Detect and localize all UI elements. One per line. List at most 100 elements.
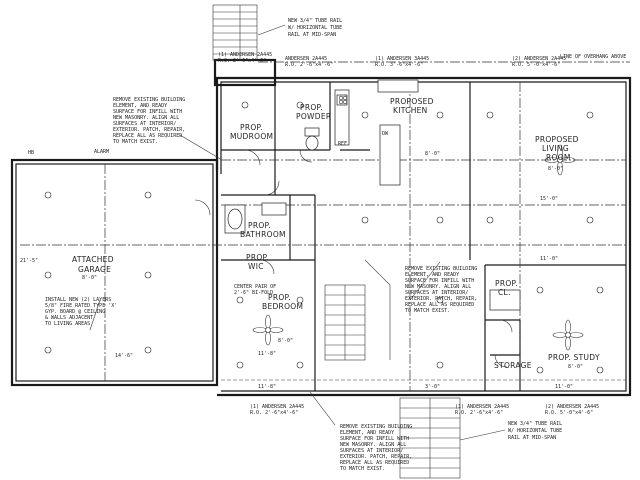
svg-text:11'-0": 11'-0": [555, 384, 573, 390]
room-study: PROP. STUDY: [548, 353, 600, 362]
room-storage: STORAGE: [494, 361, 532, 370]
svg-text:TO MATCH EXIST.: TO MATCH EXIST.: [113, 139, 158, 145]
svg-text:5/8" FIRE RATED TYPE 'X': 5/8" FIRE RATED TYPE 'X': [45, 303, 117, 309]
leader-lines: [89, 24, 506, 441]
room-garage-line1: ATTACHED: [72, 255, 114, 264]
room-mudroom-line1: PROP.: [240, 123, 263, 132]
svg-text:11'-0": 11'-0": [540, 256, 558, 262]
svg-text:ELEMENT, AND READY: ELEMENT, AND READY: [113, 103, 167, 109]
room-bedroom-line2: BEDROOM: [262, 302, 303, 311]
svg-text:TO LIVING AREAS: TO LIVING AREAS: [45, 321, 90, 327]
svg-text:ELEMENT, AND READY: ELEMENT, AND READY: [340, 430, 394, 436]
svg-text:3'-0": 3'-0": [425, 384, 440, 390]
room-bathroom-line2: BATHROOM: [240, 230, 286, 239]
svg-text:SURFACE FOR INFILL WITH: SURFACE FOR INFILL WITH: [340, 436, 409, 442]
svg-text:11'-8": 11'-8": [258, 384, 276, 390]
svg-text:NEW 3/4" TUBE RAIL: NEW 3/4" TUBE RAIL: [288, 18, 342, 24]
svg-text:GYP. BOARD @ CEILING: GYP. BOARD @ CEILING: [45, 309, 105, 315]
note-tube-rail-top: NEW 3/4" TUBE RAIL W/ HORIZONTAL TUBE RA…: [288, 18, 342, 38]
svg-text:(1) ANDERSEN 2A445: (1) ANDERSEN 2A445: [218, 52, 272, 58]
room-closet-line1: PROP.: [495, 279, 518, 288]
svg-text:REMOVE EXISTING BUILDING: REMOVE EXISTING BUILDING: [405, 266, 477, 272]
svg-text:8'-0": 8'-0": [425, 151, 440, 157]
svg-text:R.O. 5'-0"x4'-6": R.O. 5'-0"x4'-6": [545, 410, 593, 416]
svg-text:W/ HORIZONTAL TUBE: W/ HORIZONTAL TUBE: [288, 25, 342, 31]
svg-text:NEW 3/4" TUBE RAIL: NEW 3/4" TUBE RAIL: [508, 421, 562, 427]
room-powder-line1: PROP.: [300, 103, 323, 112]
room-wic-line1: PROP.: [246, 253, 269, 262]
svg-text:REMOVE EXISTING BUILDING: REMOVE EXISTING BUILDING: [340, 424, 412, 430]
svg-text:TO MATCH EXIST.: TO MATCH EXIST.: [340, 466, 385, 472]
svg-text:SURFACE FOR INFILL WITH: SURFACE FOR INFILL WITH: [113, 109, 182, 115]
svg-text:(1) ANDERSEN 3A445: (1) ANDERSEN 3A445: [375, 56, 429, 62]
door-swings: [194, 149, 513, 368]
room-bedroom-line1: PROP.: [268, 293, 291, 302]
south-stair: [399, 397, 461, 479]
svg-text:8'-0": 8'-0": [82, 275, 97, 281]
svg-text:ELEMENT, AND READY: ELEMENT, AND READY: [405, 272, 459, 278]
note-garage-install: INSTALL NEW (2) LAYERS 5/8" FIRE RATED T…: [45, 297, 117, 327]
room-mudroom-line2: MUDROOM: [230, 132, 273, 141]
room-wic-line2: WIC: [248, 262, 264, 271]
room-living-line3: ROOM: [546, 153, 571, 162]
svg-text:(1) ANDERSEN 2A445: (1) ANDERSEN 2A445: [455, 404, 509, 410]
svg-text:W/ HORIZONTAL TUBE: W/ HORIZONTAL TUBE: [508, 428, 562, 434]
window-labels: (1) ANDERSEN 2A445 R.O. 2'-6"x4'-6" ANDE…: [218, 52, 599, 416]
svg-text:8'-0": 8'-0": [548, 166, 563, 172]
light-fixture-icons: [44, 101, 604, 374]
svg-text:R.O. 3'-6"x4'-6": R.O. 3'-6"x4'-6": [375, 62, 423, 68]
svg-text:R.O. 2'-6"x4'-6": R.O. 2'-6"x4'-6": [455, 410, 503, 416]
svg-text:15'-0": 15'-0": [540, 196, 558, 202]
svg-text:NEW MASONRY. ALIGN ALL: NEW MASONRY. ALIGN ALL: [340, 442, 406, 448]
svg-text:EXTERIOR. PATCH, REPAIR,: EXTERIOR. PATCH, REPAIR,: [113, 127, 185, 133]
north-stair: [212, 4, 258, 61]
note-remove-existing-left: REMOVE EXISTING BUILDING ELEMENT, AND RE…: [113, 97, 185, 145]
svg-text:R.O. 5'-0"x4'-6": R.O. 5'-0"x4'-6": [512, 62, 560, 68]
room-kitchen-line1: PROPOSED: [390, 97, 434, 106]
svg-text:14'-6": 14'-6": [115, 353, 133, 359]
svg-text:SURFACE FOR INFILL WITH: SURFACE FOR INFILL WITH: [405, 278, 474, 284]
svg-text:REPLACE ALL AS REQUIRED: REPLACE ALL AS REQUIRED: [340, 460, 409, 466]
svg-text:TO MATCH EXIST.: TO MATCH EXIST.: [405, 308, 450, 314]
svg-text:DW: DW: [382, 131, 389, 137]
room-closet-line2: CL.: [498, 288, 511, 297]
svg-text:HB: HB: [28, 150, 34, 156]
svg-text:R.O. 2'-6"x4'-6": R.O. 2'-6"x4'-6": [250, 410, 298, 416]
interior-stair: [324, 259, 391, 361]
note-center-pair-line2: 2'-6" BI-FOLD: [234, 290, 273, 296]
note-remove-existing-center: REMOVE EXISTING BUILDING ELEMENT, AND RE…: [405, 266, 477, 314]
svg-text:SURFACES AT INTERIOR/: SURFACES AT INTERIOR/: [113, 121, 176, 127]
svg-text:8'-0": 8'-0": [278, 338, 293, 344]
note-tube-rail-bottom: NEW 3/4" TUBE RAIL W/ HORIZONTAL TUBE RA…: [508, 421, 562, 441]
room-living-line1: PROPOSED: [535, 135, 579, 144]
svg-text:21'-5": 21'-5": [20, 258, 38, 264]
svg-text:R.O. 2'-6"x4'-6": R.O. 2'-6"x4'-6": [285, 62, 333, 68]
note-center-pair-line1: CENTER PAIR OF: [234, 284, 276, 290]
beam-lines: [20, 82, 626, 391]
room-kitchen-line2: KITCHEN: [393, 106, 428, 115]
svg-text:INSTALL NEW (2) LAYERS: INSTALL NEW (2) LAYERS: [45, 297, 111, 303]
svg-text:RAIL AT MID-SPAN: RAIL AT MID-SPAN: [508, 435, 556, 441]
svg-text:RAIL AT MID-SPAN: RAIL AT MID-SPAN: [288, 32, 336, 38]
room-labels: ATTACHED GARAGE PROP. MUDROOM PROP. POWD…: [72, 97, 600, 370]
room-powder-line2: POWDER: [296, 112, 331, 121]
fixtures: [224, 79, 521, 311]
svg-text:(2) ANDERSEN 2A445: (2) ANDERSEN 2A445: [545, 404, 599, 410]
svg-text:SURFACES AT INTERIOR/: SURFACES AT INTERIOR/: [405, 290, 468, 296]
svg-text:& WALLS ADJACENT: & WALLS ADJACENT: [45, 315, 93, 321]
svg-text:EXTERIOR. PATCH, REPAIR,: EXTERIOR. PATCH, REPAIR,: [340, 454, 412, 460]
svg-text:ALARM: ALARM: [94, 149, 109, 155]
svg-text:(1) ANDERSEN 2A445: (1) ANDERSEN 2A445: [250, 404, 304, 410]
tags: HB ALARM REF DW 8'-0" 8'-0" 8'-0" 8'-0" …: [28, 131, 583, 370]
svg-text:REMOVE EXISTING BUILDING: REMOVE EXISTING BUILDING: [113, 97, 185, 103]
svg-text:R.O. 2'-6"x4'-6": R.O. 2'-6"x4'-6": [218, 58, 266, 64]
svg-text:8'-0": 8'-0": [568, 364, 583, 370]
svg-text:REPLACE ALL AS REQUIRED: REPLACE ALL AS REQUIRED: [113, 133, 182, 139]
svg-text:SURFACES AT INTERIOR/: SURFACES AT INTERIOR/: [340, 448, 403, 454]
svg-text:ANDERSEN 2A445: ANDERSEN 2A445: [285, 56, 327, 62]
note-line-of-overhang: LINE OF OVERHANG ABOVE: [560, 54, 626, 60]
svg-text:REPLACE ALL AS REQUIRED: REPLACE ALL AS REQUIRED: [405, 302, 474, 308]
room-garage-line2: GARAGE: [78, 265, 111, 274]
dimensions: 14'-6" 21'-5" 11'-8" 11'-0" 15'-0" 11'-8…: [20, 196, 573, 390]
